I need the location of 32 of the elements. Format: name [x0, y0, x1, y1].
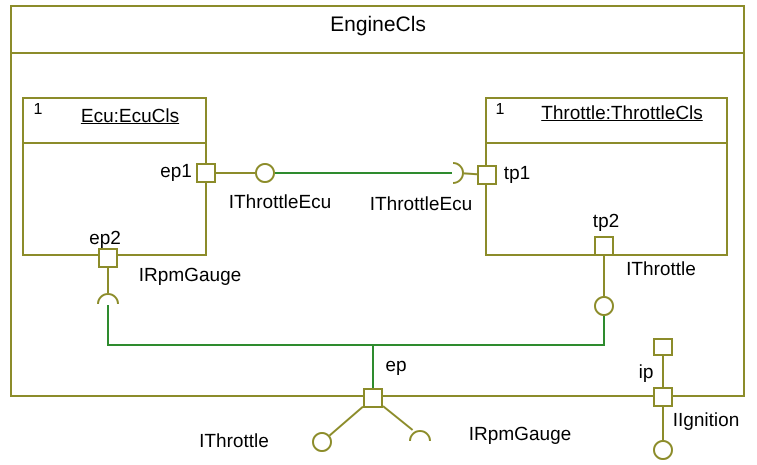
provided-interface-circle	[594, 296, 614, 316]
connector-line	[216, 172, 255, 174]
interface-label: IRpmGauge	[468, 424, 572, 446]
interface-label: IThrottle	[626, 259, 696, 281]
multiplicity-label: 1	[496, 101, 504, 119]
connector-line	[107, 268, 109, 293]
part-name: Throttle:ThrottleCls	[541, 103, 703, 125]
interface-label: IRpmGauge	[138, 265, 242, 287]
class-box	[10, 5, 745, 397]
connector-line	[603, 256, 605, 296]
interface-label: IThrottleEcu	[228, 192, 332, 214]
port-label: tp2	[592, 211, 620, 233]
interface-label: IThrottleEcu	[370, 194, 472, 216]
port-label: tp1	[504, 163, 530, 185]
interface-label: IIgnition	[672, 410, 740, 432]
class-name: EngineCls	[330, 13, 426, 37]
connector-line	[662, 356, 664, 387]
connector-line	[275, 172, 452, 174]
multiplicity-label: 1	[34, 101, 42, 119]
part-name: Ecu:EcuCls	[80, 106, 180, 128]
port-label: ep2	[89, 228, 121, 250]
port-square	[653, 338, 673, 356]
port-label: ep	[385, 355, 407, 377]
connector-line	[372, 316, 605, 388]
port-label: ep1	[160, 161, 192, 183]
connector-line	[328, 406, 364, 436]
connector-line	[662, 407, 664, 440]
interface-label: IThrottle	[199, 431, 269, 453]
connector-line	[382, 405, 414, 431]
port-label: ip	[638, 362, 654, 384]
required-interface-socket	[97, 293, 119, 305]
connector-line	[464, 172, 478, 176]
